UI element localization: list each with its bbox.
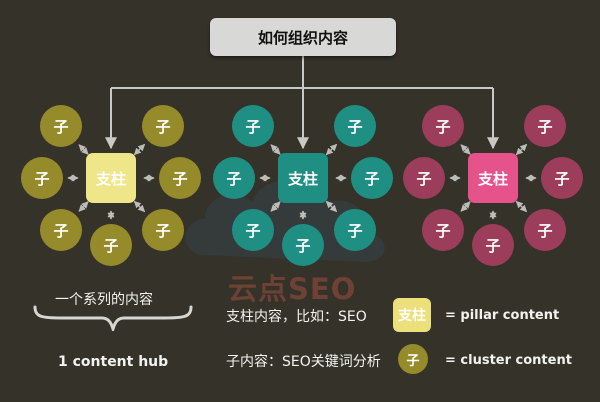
title-connectors xyxy=(105,56,499,150)
child-node: 子 xyxy=(232,209,274,251)
arrow-hub2-child1 xyxy=(270,144,281,155)
child-node: 子 xyxy=(472,224,514,266)
legend-pillar-badge: 支柱 xyxy=(393,298,431,332)
child-node: 子 xyxy=(334,105,376,147)
legend-child-badge: 子 xyxy=(398,344,428,374)
child-node: 子 xyxy=(403,157,445,199)
brace-icon xyxy=(33,305,193,331)
child-node: 子 xyxy=(142,209,184,251)
legend-child-eq: = cluster content xyxy=(445,353,572,368)
arrow-hub2-child5 xyxy=(270,201,281,212)
arrow-hub3-child6 xyxy=(515,200,528,213)
arrow-hub1-child2 xyxy=(133,143,146,156)
child-node: 子 xyxy=(541,157,583,199)
child-node: 子 xyxy=(40,105,82,147)
watermark-text: 云点SEO xyxy=(228,272,357,306)
connector-lines xyxy=(105,56,499,150)
child-node: 子 xyxy=(159,157,201,199)
diagram-title: 如何组织内容 xyxy=(210,18,396,56)
title-text: 如何组织内容 xyxy=(257,28,348,47)
legend-child-desc: 子内容：SEO关键词分析 xyxy=(226,354,381,370)
child-node: 子 xyxy=(351,157,393,199)
arrow-layer xyxy=(67,143,537,220)
child-node: 子 xyxy=(524,209,566,251)
child-node: 子 xyxy=(232,105,274,147)
pillar-node: 支柱 xyxy=(468,153,518,203)
child-node: 子 xyxy=(90,224,132,266)
child-node: 子 xyxy=(422,105,464,147)
pillar-node: 支柱 xyxy=(278,153,328,203)
child-node: 子 xyxy=(40,209,82,251)
arrow-hub2-child6 xyxy=(325,200,338,213)
child-node: 子 xyxy=(142,105,184,147)
child-node: 子 xyxy=(282,224,324,266)
child-node: 子 xyxy=(334,209,376,251)
child-node: 子 xyxy=(524,105,566,147)
legend-pillar-desc: 支柱内容，比如：SEO xyxy=(226,309,367,325)
arrow-hub2-child2 xyxy=(325,143,338,156)
hub-label: 1 content hub xyxy=(58,354,169,370)
series-label: 一个系列的内容 xyxy=(55,292,153,308)
pillar-node: 支柱 xyxy=(86,153,136,203)
child-node: 子 xyxy=(422,209,464,251)
arrow-hub1-child5 xyxy=(78,201,89,212)
arrow-hub3-child1 xyxy=(460,144,471,155)
child-node: 子 xyxy=(21,157,63,199)
arrow-hub3-child2 xyxy=(515,143,528,156)
child-node: 子 xyxy=(213,157,255,199)
legend-pillar-eq: = pillar content xyxy=(445,308,560,323)
arrow-hub1-child6 xyxy=(133,200,146,213)
arrow-hub1-child1 xyxy=(78,144,89,155)
arrow-hub3-child5 xyxy=(460,201,471,212)
